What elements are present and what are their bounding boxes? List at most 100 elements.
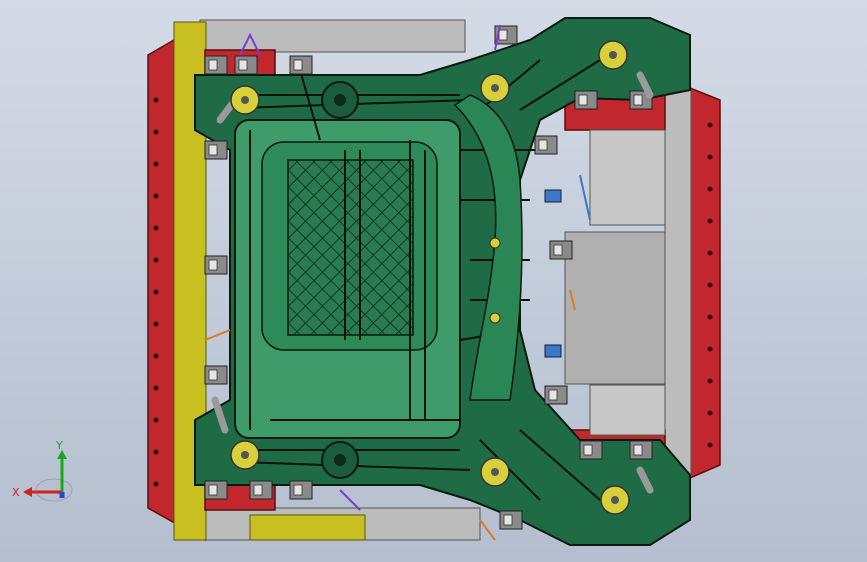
frame-bolts: [153, 97, 713, 487]
frame-bolt: [153, 257, 159, 263]
frame-bolt: [707, 250, 713, 256]
coordinate-triad: Y X: [12, 440, 73, 502]
clamp-unit: [204, 55, 228, 75]
center-tunnel: [453, 94, 523, 401]
frame-bolt: [707, 282, 713, 288]
frame-bolt: [153, 129, 159, 135]
frame-bolt: [707, 410, 713, 416]
frame-bolt: [707, 314, 713, 320]
clamp-jaw: [503, 514, 513, 526]
clamp-unit: [629, 440, 653, 460]
air-line: [579, 174, 591, 221]
clamp-unit: [549, 240, 573, 260]
clamp-jaw: [208, 259, 218, 271]
clamp-unit: [249, 480, 273, 500]
air-line: [479, 519, 496, 541]
frame-bolt: [707, 218, 713, 224]
frame-bolt: [153, 97, 159, 103]
clamp-unit: [499, 510, 523, 530]
clamp-jaw: [238, 59, 248, 71]
right-gray-window-bottom: [589, 384, 666, 436]
locator-pin: [609, 51, 617, 59]
triad-x-label: X: [12, 486, 20, 499]
clamp-unit: [204, 140, 228, 160]
frame-bolt: [707, 154, 713, 160]
frame-bolt: [153, 481, 159, 487]
clamp-jaw: [208, 144, 218, 156]
structural-rib: [519, 429, 601, 501]
clamp-unit: [579, 440, 603, 460]
clamp-unit: [289, 55, 313, 75]
locating-pins: [230, 40, 630, 515]
small-locator: [489, 312, 501, 324]
structural-rib: [479, 439, 541, 501]
air-line: [204, 329, 231, 341]
frame-bolt: [153, 193, 159, 199]
air-line: [239, 32, 261, 56]
clamp-unit: [289, 480, 313, 500]
support-hub: [334, 94, 346, 106]
pneumatic-lines: [204, 24, 591, 541]
triad-y-arrow: [57, 450, 67, 459]
frame-bolt: [707, 346, 713, 352]
clamp-jaw: [548, 389, 558, 401]
air-line: [569, 289, 576, 311]
locator-pin: [491, 84, 499, 92]
bottom-yellow-plate: [249, 514, 366, 541]
locator-pin: [241, 451, 249, 459]
clamp-jaw: [633, 94, 643, 106]
frame-bolt: [153, 385, 159, 391]
clamp-units: [204, 25, 654, 530]
frame-bolt: [153, 321, 159, 327]
right-red-plate: [689, 86, 721, 480]
clamp-jaw: [498, 29, 508, 41]
frame-bolt: [153, 289, 159, 295]
right-gray-plate: [664, 87, 692, 479]
top-gray-plate: [199, 19, 466, 53]
clamp-unit: [534, 135, 558, 155]
clamp-unit: [544, 385, 568, 405]
support-hub: [334, 454, 346, 466]
triad-y-label: Y: [55, 440, 63, 452]
clamp-jaw: [208, 369, 218, 381]
clamp-jaw: [293, 484, 303, 496]
clamp-arm: [211, 396, 229, 434]
frame-bolt: [153, 417, 159, 423]
structural-rib: [519, 59, 601, 111]
frame-bolt: [153, 161, 159, 167]
triad-x-arrow: [23, 487, 32, 497]
locator-pin: [491, 468, 499, 476]
clamp-jaw: [208, 484, 218, 496]
clamp-arm: [636, 466, 654, 494]
right-gray-window-mid: [564, 231, 666, 385]
vehicle-floor-panel: [194, 17, 691, 546]
locator-pin: [241, 96, 249, 104]
air-line: [494, 24, 501, 51]
clamp-jaw: [553, 244, 563, 256]
clamp-jaw: [293, 59, 303, 71]
frame-bolt: [707, 122, 713, 128]
frame-bolt: [153, 225, 159, 231]
clamp-jaw: [538, 139, 548, 151]
clamp-unit: [204, 365, 228, 385]
clamp-jaw: [583, 444, 593, 456]
clamp-unit: [234, 55, 258, 75]
clamp-jaw: [208, 59, 218, 71]
floor-mesh: [287, 159, 414, 336]
clamp-arm: [636, 71, 654, 99]
clamp-unit: [494, 25, 518, 45]
clamp-unit: [204, 255, 228, 275]
valve-block: [544, 344, 562, 358]
locator-pin: [611, 496, 619, 504]
clamp-unit: [204, 480, 228, 500]
air-line: [339, 489, 361, 511]
valve-block: [544, 189, 562, 203]
clamp-jaw: [633, 444, 643, 456]
right-gray-window-top: [589, 129, 666, 226]
small-locator: [489, 237, 501, 249]
structural-rib: [299, 69, 321, 141]
triad-base: [35, 478, 73, 502]
clamp-jaw: [253, 484, 263, 496]
